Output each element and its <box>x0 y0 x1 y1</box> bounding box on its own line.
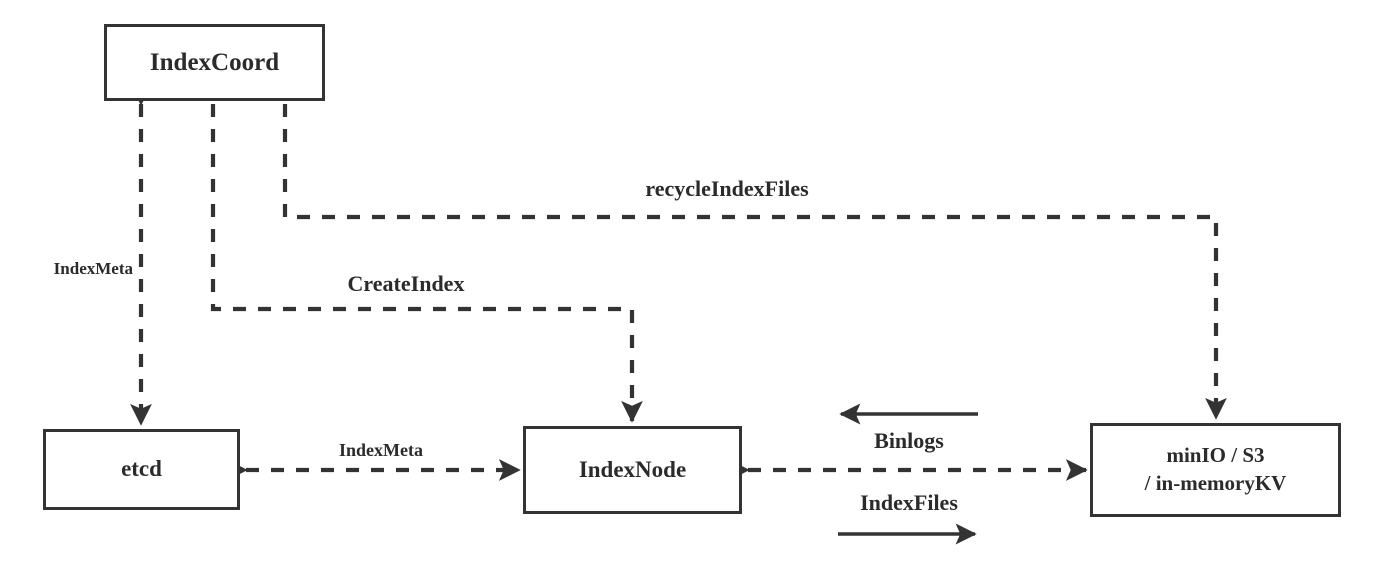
node-minio[interactable]: minIO / S3 / in-memoryKV <box>1090 423 1341 517</box>
edge-recycle-index-files <box>282 104 1227 420</box>
node-index-node[interactable]: IndexNode <box>523 426 742 514</box>
node-etcd[interactable]: etcd <box>43 429 240 510</box>
edge-create-index <box>210 104 643 423</box>
node-etcd-label: etcd <box>121 456 162 482</box>
edge-label-index-files: IndexFiles <box>860 490 958 515</box>
edge-label-recycle-index-files: recycleIndexFiles <box>645 176 809 201</box>
node-index-coord-label: IndexCoord <box>149 49 280 76</box>
node-index-node-label: IndexNode <box>578 456 687 482</box>
edge-label-index-meta-etcd-node: IndexMeta <box>339 440 423 460</box>
edge-label-binlogs: Binlogs <box>874 428 944 453</box>
edge-label-create-index: CreateIndex <box>347 271 465 296</box>
node-index-coord[interactable]: IndexCoord <box>104 24 325 101</box>
node-minio-label: minIO / S3 / in-memoryKV <box>1144 443 1287 495</box>
edge-label-index-meta-coord-etcd: IndexMeta <box>53 259 133 278</box>
